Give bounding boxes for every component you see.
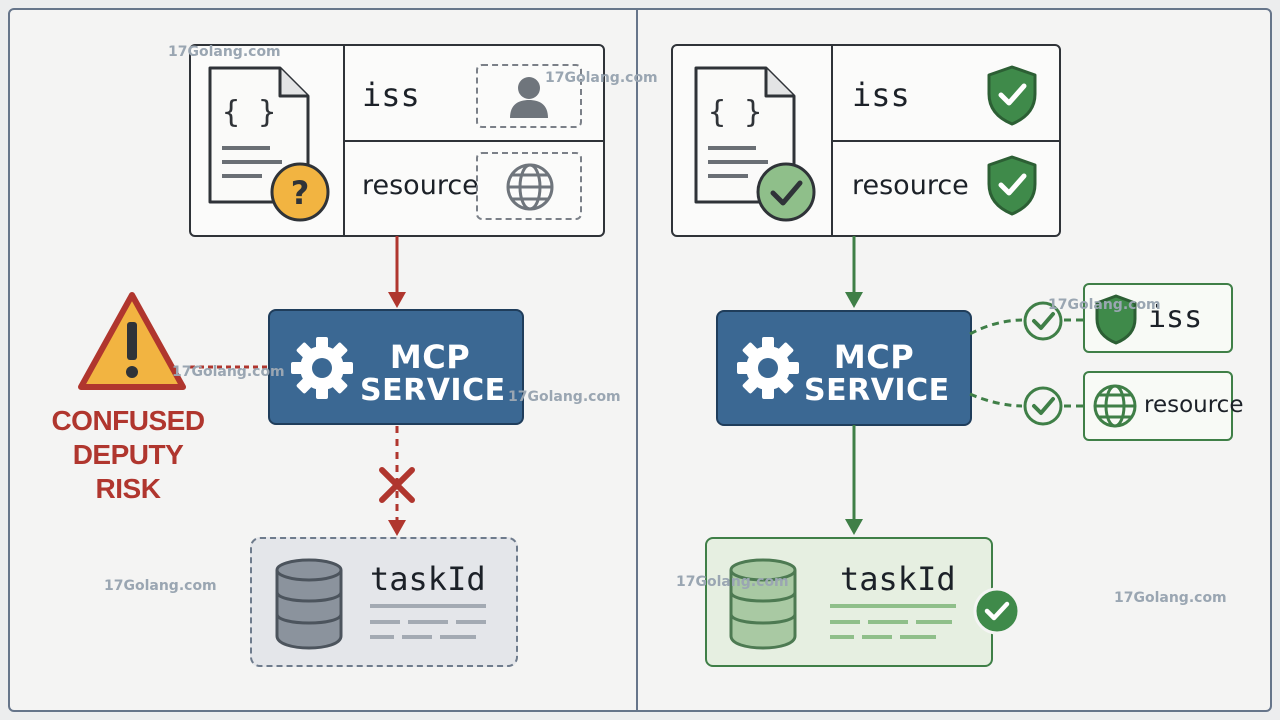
validated-resource-label: resource	[1144, 392, 1244, 418]
warning-icon	[78, 292, 186, 390]
right-allowed-arrow	[845, 425, 863, 535]
check-badge-icon	[756, 162, 816, 222]
token-divider	[343, 46, 345, 235]
shield-icon	[1095, 294, 1137, 345]
gear-icon	[291, 337, 353, 399]
left-target-lines	[370, 604, 486, 639]
validation-connectors	[969, 318, 1084, 408]
token-divider	[831, 46, 833, 235]
gear-icon	[737, 337, 799, 399]
left-resource-placeholder	[476, 152, 582, 220]
check-circle-icon	[1023, 386, 1063, 426]
left-mcp-line2: SERVICE	[360, 373, 506, 408]
watermark: 17Golang.com	[168, 44, 281, 60]
shield-check-icon	[987, 155, 1037, 216]
right-target-lines	[830, 604, 956, 639]
left-iss-label: iss	[362, 76, 420, 114]
check-badge-icon	[973, 587, 1021, 635]
watermark: 17Golang.com	[104, 578, 217, 594]
left-mcp-line1: MCP	[389, 338, 471, 376]
check-circle-icon	[1023, 301, 1063, 341]
svg-text:{ }: { }	[708, 95, 762, 130]
svg-text:?: ?	[291, 174, 310, 212]
shield-check-icon	[987, 65, 1037, 126]
token-row-divider	[833, 140, 1059, 142]
risk-line-2: DEPUTY	[72, 439, 184, 470]
watermark: 17Golang.com	[545, 70, 658, 86]
left-flow-arrow	[388, 236, 406, 308]
right-iss-label: iss	[852, 76, 910, 114]
left-iss-placeholder	[476, 64, 582, 128]
right-mcp-line2: SERVICE	[804, 373, 950, 408]
globe-icon	[506, 163, 554, 211]
risk-line-3: RISK	[95, 473, 161, 504]
watermark: 17Golang.com	[1048, 297, 1161, 313]
watermark: 17Golang.com	[1114, 590, 1227, 606]
left-taskid-label: taskId	[370, 560, 486, 598]
token-row-divider	[345, 140, 603, 142]
right-resource-label: resource	[852, 170, 969, 201]
cross-icon	[379, 467, 415, 503]
question-badge-icon: ?	[270, 162, 330, 222]
validated-iss-label: iss	[1148, 300, 1203, 335]
risk-dotted-link	[190, 365, 268, 369]
right-mcp-line1: MCP	[833, 338, 915, 376]
right-flow-arrow	[845, 236, 863, 308]
watermark: 17Golang.com	[508, 389, 621, 405]
user-icon	[510, 77, 548, 118]
database-icon	[275, 558, 343, 650]
svg-text:{ }: { }	[222, 95, 276, 130]
database-icon	[729, 558, 797, 650]
left-blocked-arrow	[388, 426, 406, 536]
globe-icon	[1093, 384, 1137, 428]
right-taskid-label: taskId	[840, 560, 956, 598]
confused-deputy-risk-label: CONFUSED DEPUTY RISK	[40, 404, 216, 506]
risk-line-1: CONFUSED	[51, 405, 205, 436]
watermark: 17Golang.com	[172, 364, 285, 380]
left-resource-label: resource	[362, 170, 479, 201]
watermark: 17Golang.com	[676, 574, 789, 590]
